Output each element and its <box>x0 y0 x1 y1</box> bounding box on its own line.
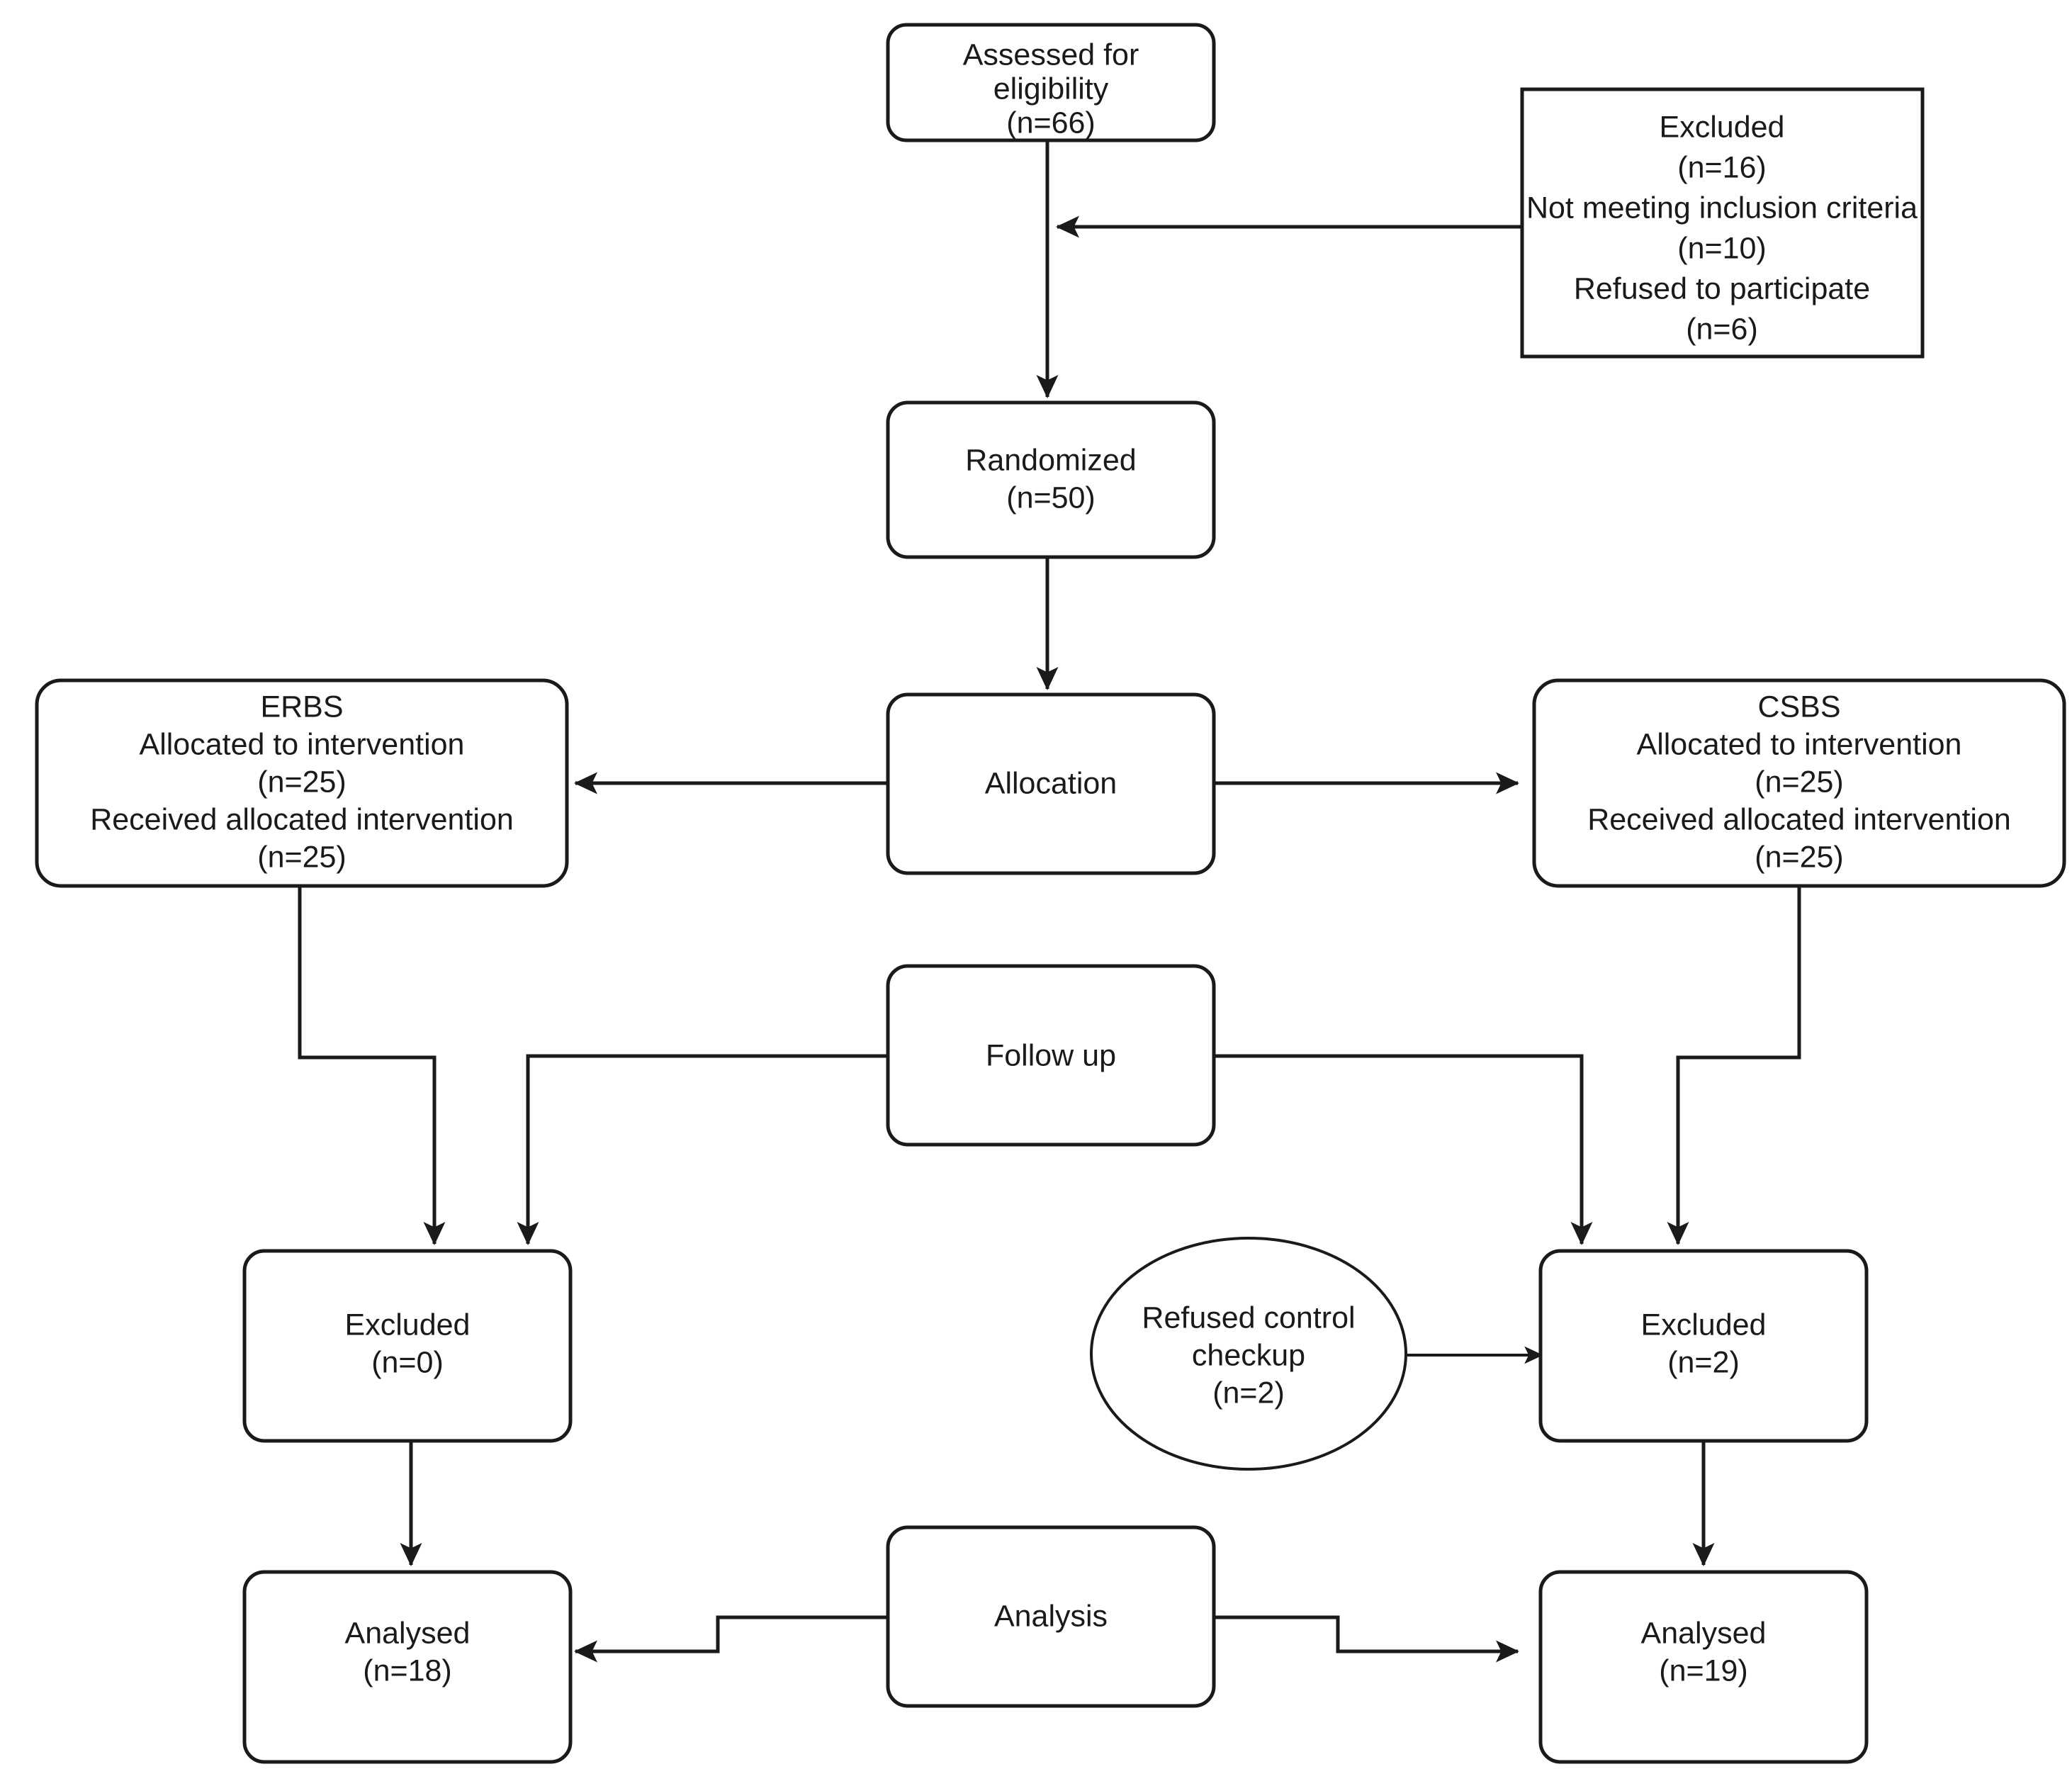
edge-erbs-to-excluded-left <box>298 887 446 1246</box>
csbs-box[interactable] <box>1532 678 2066 888</box>
assessed-box[interactable] <box>886 23 1216 142</box>
refused-checkup-line-1: Refused control <box>1142 1301 1355 1335</box>
erbs-line-3: (n=25) <box>257 765 347 799</box>
erbs-line-4: Received allocated intervention <box>90 802 514 836</box>
followup-label: Follow up <box>986 1038 1116 1072</box>
randomized-line-2: (n=50) <box>1006 481 1096 515</box>
csbs-line-5: (n=25) <box>1755 840 1844 874</box>
erbs-line-1: ERBS <box>260 690 343 724</box>
excluded-screening-line-4: (n=10) <box>1677 231 1767 265</box>
node-assessed-for-eligibility[interactable]: Assessed for eligibility (n=66) <box>886 23 1216 142</box>
analysed-erbs-line-2: (n=18) <box>363 1653 452 1687</box>
excluded-screening-line-1: Excluded <box>1660 110 1785 144</box>
node-analysed-csbs[interactable]: Analysed (n=19) <box>1538 1570 1869 1764</box>
node-analysed-erbs[interactable]: Analysed (n=18) <box>242 1570 573 1764</box>
erbs-line-5: (n=25) <box>257 840 347 874</box>
refused-checkup-ellipse[interactable] <box>1090 1237 1407 1471</box>
analysed-csbs-line-2: (n=19) <box>1659 1653 1748 1687</box>
randomized-box[interactable] <box>886 400 1216 559</box>
csbs-line-3: (n=25) <box>1755 765 1844 799</box>
node-randomized[interactable]: Randomized (n=50) <box>886 400 1216 559</box>
node-allocation[interactable]: Allocation <box>886 692 1216 875</box>
erbs-line-2: Allocated to intervention <box>140 727 465 761</box>
refused-checkup-line-3: (n=2) <box>1212 1376 1285 1410</box>
analysed-csbs-line-1: Analysed <box>1641 1616 1767 1650</box>
followup-box[interactable] <box>886 964 1216 1147</box>
excluded-screening-line-3: Not meeting inclusion criteria <box>1526 191 1918 225</box>
excluded-csbs-line-1: Excluded <box>1641 1308 1767 1342</box>
randomized-line-1: Randomized <box>965 443 1136 477</box>
excluded-screening-box[interactable] <box>1520 87 1925 359</box>
csbs-line-4: Received allocated intervention <box>1587 802 2011 836</box>
node-excluded-csbs[interactable]: Excluded (n=2) <box>1538 1249 1869 1443</box>
edge-csbs-to-excluded-right <box>1667 887 1801 1246</box>
node-analysis[interactable]: Analysis <box>886 1525 1216 1708</box>
edge-followup-to-excluded-left <box>517 1054 887 1246</box>
allocation-box[interactable] <box>886 692 1216 875</box>
csbs-line-2: Allocated to intervention <box>1637 727 1962 761</box>
analysed-csbs-box[interactable] <box>1538 1570 1869 1764</box>
node-refused-control-checkup[interactable]: Refused control checkup (n=2) <box>1090 1237 1407 1471</box>
node-excluded-erbs[interactable]: Excluded (n=0) <box>242 1249 573 1443</box>
analysed-erbs-box[interactable] <box>242 1570 573 1764</box>
edge-analysis-to-analysed-right <box>1210 1615 1520 1663</box>
node-csbs-arm[interactable]: CSBS Allocated to intervention (n=25) Re… <box>1532 678 2066 888</box>
erbs-box[interactable] <box>35 678 569 888</box>
node-follow-up[interactable]: Follow up <box>886 964 1216 1147</box>
csbs-line-1: CSBS <box>1757 690 1840 724</box>
assessed-line-2: eligibility <box>993 72 1109 106</box>
excluded-erbs-box[interactable] <box>242 1249 573 1443</box>
excluded-erbs-line-2: (n=0) <box>371 1345 444 1379</box>
excluded-erbs-line-1: Excluded <box>345 1308 471 1342</box>
refused-checkup-line-2: checkup <box>1192 1338 1305 1372</box>
excluded-screening-line-2: (n=16) <box>1677 150 1767 184</box>
edge-analysis-to-analysed-left <box>573 1615 887 1663</box>
node-erbs-arm[interactable]: ERBS Allocated to intervention (n=25) Re… <box>35 678 569 888</box>
excluded-csbs-box[interactable] <box>1538 1249 1869 1443</box>
assessed-line-1: Assessed for <box>963 38 1139 72</box>
node-excluded-screening[interactable]: Excluded (n=16) Not meeting inclusion cr… <box>1520 87 1925 359</box>
excluded-screening-line-5: Refused to participate <box>1574 271 1870 305</box>
allocation-label: Allocation <box>985 766 1117 800</box>
assessed-line-3: (n=66) <box>1006 106 1096 140</box>
excluded-csbs-line-2: (n=2) <box>1667 1345 1740 1379</box>
analysed-erbs-line-1: Analysed <box>345 1616 471 1650</box>
excluded-screening-line-6: (n=6) <box>1686 312 1758 346</box>
analysis-label: Analysis <box>994 1599 1108 1633</box>
edge-followup-to-excluded-right <box>1210 1054 1593 1246</box>
analysis-box[interactable] <box>886 1525 1216 1708</box>
